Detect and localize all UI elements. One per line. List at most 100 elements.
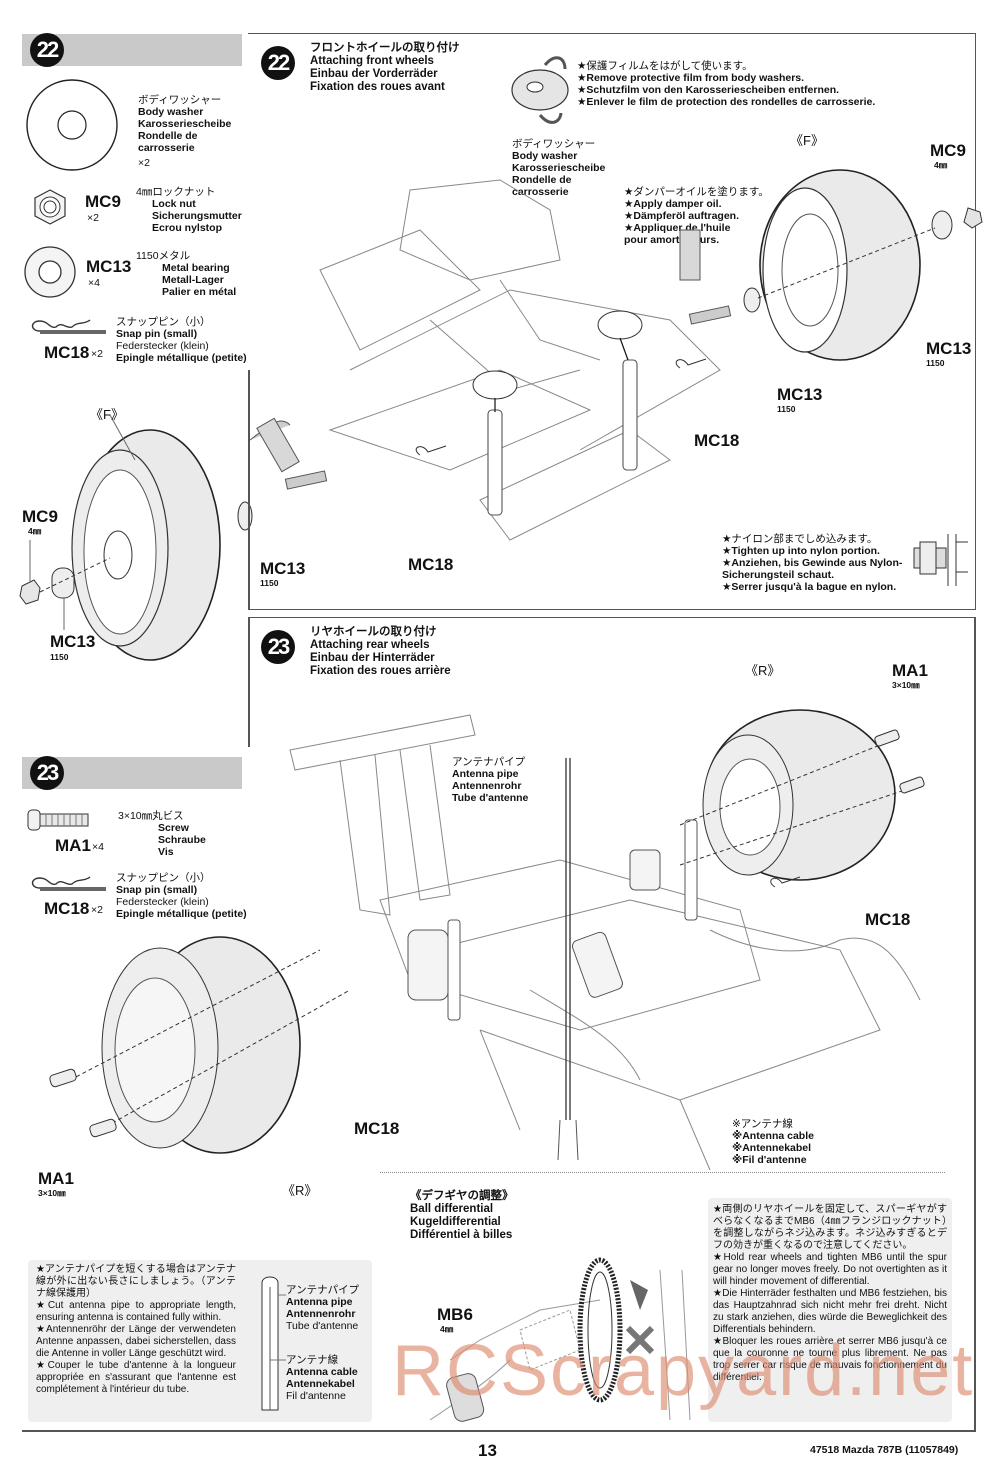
- antenna-note-fr: ★Couper le tube d'antenne à la longueur …: [36, 1360, 236, 1395]
- rear-wheel-left-illustration: [49, 936, 351, 1154]
- antenna-cable-fr: ※Fil d'antenne: [732, 1154, 807, 1166]
- lock-nut-icon: [34, 189, 66, 225]
- mc18-en: Snap pin (small): [116, 328, 198, 340]
- antenna-box-pipe-en: Antenna pipe: [286, 1296, 353, 1308]
- oil-note-fr1: ★Appliquer de l'huile: [624, 222, 731, 234]
- front-wheel-right-illustration: [743, 169, 983, 361]
- mc9-jp: 4㎜ロックナット: [136, 186, 216, 198]
- body-washer-qty: ×2: [138, 157, 150, 169]
- step22-frame: [248, 33, 976, 610]
- front-chassis-illustration: [249, 179, 732, 541]
- ma1-fr: Vis: [158, 846, 174, 858]
- nylon-nut-detail-icon: [913, 534, 968, 586]
- antenna-cable-label: ※アンテナ線 ※Antenna cable ※Antennekabel ※Fil…: [732, 1118, 814, 1166]
- left-mc13-sub: 1150: [50, 652, 69, 662]
- right-wheel-tag-f: 《F》: [790, 133, 824, 148]
- mc18-qty-2: ×2: [91, 904, 103, 916]
- antenna-box-cable-label: アンテナ線 Antenna cable Antennekabel Fil d'a…: [286, 1354, 358, 1402]
- diff-note-en: ★Hold rear wheels and tighten MB6 until …: [713, 1252, 947, 1287]
- washer-label-jp: ボディワッシャー: [512, 138, 596, 150]
- mc18-jp-2: スナップピン（小）: [116, 872, 211, 884]
- right-mc13-label: MC13: [926, 339, 972, 358]
- rear-chassis-illustration: [289, 714, 921, 1171]
- document-id: 47518 Mazda 787B (11057849): [810, 1444, 959, 1456]
- ma1-qty: ×4: [92, 841, 104, 853]
- mc13-fr: Palier en métal: [162, 286, 237, 298]
- mc18-en-2: Snap pin (small): [116, 884, 198, 896]
- mc18-de-2: Federstecker (klein): [116, 896, 209, 908]
- right-mc13-sub: 1150: [926, 358, 945, 368]
- lower-mc13-sub: 1150: [260, 578, 279, 588]
- antenna-note-text: ★アンテナパイプを短くする場合はアンテナ線が外に出ない長さにしましょう。（アンテ…: [36, 1264, 236, 1396]
- mc18-qty: ×2: [91, 348, 103, 360]
- right-mc9-label: MC9: [930, 141, 966, 160]
- ma1-jp: 3×10㎜丸ビス: [118, 810, 184, 822]
- antenna-box-cable-de: Antennekabel: [286, 1378, 355, 1390]
- watermark: RCScrapyard.net: [392, 1331, 975, 1411]
- film-note-de: ★Schutzfilm von den Karosseriescheiben e…: [577, 84, 840, 96]
- mc9-de: Sicherungsmutter: [152, 210, 242, 222]
- metal-bearing-icon: [24, 246, 76, 298]
- left-mc13-label: MC13: [50, 632, 96, 651]
- nylon-note-fr: ★Serrer jusqu'à la bague en nylon.: [722, 581, 897, 593]
- diff-note-jp: ★両側のリヤホイールを固定して、スパーギヤがすべらなくなるまでMB6（4㎜フラン…: [713, 1204, 947, 1251]
- mc18-code: MC18: [44, 343, 90, 362]
- right-mc9-sub: 4㎜: [934, 160, 948, 170]
- left-ma1-label: MA1: [38, 1169, 74, 1188]
- step22-title-fr: Fixation des roues avant: [310, 81, 445, 93]
- mc18-de: Federstecker (klein): [116, 340, 209, 352]
- step23-title-jp: リヤホイールの取り付け: [310, 626, 437, 638]
- antenna-cable-de: ※Antennekabel: [732, 1142, 812, 1154]
- step23-title-fr: Fixation des roues arrière: [310, 665, 451, 677]
- film-note-en: ★Remove protective film from body washer…: [577, 72, 805, 84]
- washer-label-fr1: Rondelle de: [512, 174, 572, 186]
- ma1-label: 3×10㎜丸ビス Screw Schraube Vis: [118, 810, 206, 858]
- antenna-box-pipe-de: Antennenrohr: [286, 1308, 356, 1320]
- body-washer-jp: ボディワッシャー: [138, 94, 222, 106]
- mb6-label: MB6: [437, 1305, 473, 1324]
- step23-frame-left-edge: [248, 617, 250, 747]
- left-wheel-tag-f: 《F》: [90, 407, 124, 422]
- mc13-label: 1150メタル Metal bearing Metall-Lager Palie…: [136, 250, 236, 298]
- antenna-note-en: ★Cut antenna pipe to appropriate length,…: [36, 1300, 236, 1323]
- left-ma1-sub: 3×10㎜: [38, 1188, 66, 1198]
- antenna-pipe-jp: アンテナパイプ: [452, 756, 526, 768]
- film-note: ★保護フィルムをはがして使います。 ★Remove protective fil…: [577, 60, 875, 108]
- lower-mc18-label: MC18: [408, 555, 454, 574]
- mc13-jp: 1150メタル: [136, 250, 191, 262]
- ma1-en: Screw: [158, 822, 189, 834]
- step22-title-jp: フロントホイールの取り付け: [310, 42, 460, 54]
- screw-icon: [27, 809, 89, 831]
- snap-pin-icon-2: [31, 876, 106, 891]
- mc13-qty: ×4: [88, 277, 100, 289]
- antenna-pipe-label: アンテナパイプ Antenna pipe Antennenrohr Tube d…: [452, 756, 528, 804]
- antenna-pipe-diagram-icon: [261, 1276, 286, 1411]
- page-bottom-rule: [22, 1430, 976, 1432]
- left-wheel-tag-r: 《R》: [282, 1183, 318, 1198]
- left-mc18-label-23: MC18: [354, 1119, 400, 1138]
- mid-mc13-sub: 1150: [777, 404, 796, 414]
- nylon-note: ★ナイロン部までしめ込みます。 ★Tighten up into nylon p…: [722, 533, 902, 593]
- antenna-pipe-en: Antenna pipe: [452, 768, 519, 780]
- mid-mc13-label: MC13: [777, 385, 823, 404]
- washer-label-de: Karosseriescheibe: [512, 162, 606, 174]
- step23-frame: [248, 617, 976, 1432]
- snap-pin-icon: [31, 319, 106, 334]
- antenna-cable-jp: ※アンテナ線: [732, 1118, 793, 1130]
- washer-label-en: Body washer: [512, 150, 578, 162]
- antenna-pipe-de: Antennenrohr: [452, 780, 522, 792]
- mc18-jp: スナップピン（小）: [116, 316, 211, 328]
- mc13-en: Metal bearing: [162, 262, 230, 274]
- ball-diff-title: 《デフギヤの調整》 Ball differential Kugeldiffere…: [410, 1190, 514, 1242]
- mc18-fr-2: Epingle métallique (petite): [116, 908, 247, 920]
- body-washer-fr1: Rondelle de: [138, 130, 198, 142]
- right-ma1-label: MA1: [892, 661, 928, 680]
- ball-diff-jp: 《デフギヤの調整》: [410, 1190, 514, 1202]
- washer-film-removal-icon: [511, 56, 569, 124]
- antenna-note-jp: ★アンテナパイプを短くする場合はアンテナ線が外に出ない長さにしましょう。（アンテ…: [36, 1264, 236, 1299]
- step22-badge: 22: [261, 46, 295, 80]
- nylon-note-en: ★Tighten up into nylon portion.: [722, 545, 880, 557]
- mc9-fr: Ecrou nylstop: [152, 222, 223, 234]
- step23-title: リヤホイールの取り付け Attaching rear wheels Einbau…: [310, 626, 451, 678]
- nylon-note-jp: ★ナイロン部までしめ込みます。: [722, 533, 878, 545]
